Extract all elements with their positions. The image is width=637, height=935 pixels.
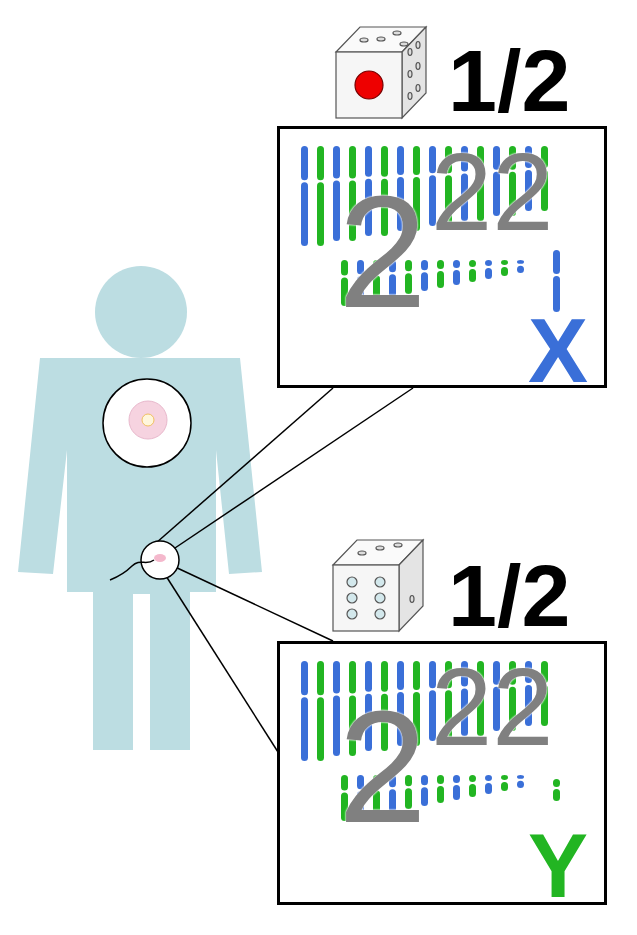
cell-inset — [103, 379, 191, 467]
callout-box: 1/2222Y — [277, 641, 607, 905]
sex-chromosome-label: X — [528, 306, 588, 396]
sex-chromosome-label: Y — [528, 821, 588, 911]
callout-box: 1/2222X — [277, 126, 607, 388]
probability-label: 1/2 — [448, 37, 570, 125]
exponent-number: 22 — [431, 652, 553, 762]
base-number: 2 — [338, 172, 427, 332]
egg-cell — [129, 401, 167, 439]
base-number: 2 — [338, 687, 427, 847]
die-icon — [336, 27, 426, 118]
die-icon — [333, 540, 423, 631]
sperm-tail — [110, 560, 154, 580]
probability-label: 1/2 — [448, 552, 570, 640]
human-silhouette — [18, 266, 262, 750]
nucleus — [142, 414, 154, 426]
exponent-number: 22 — [431, 137, 553, 247]
sperm-inset — [141, 541, 179, 579]
sperm-head — [154, 554, 166, 562]
